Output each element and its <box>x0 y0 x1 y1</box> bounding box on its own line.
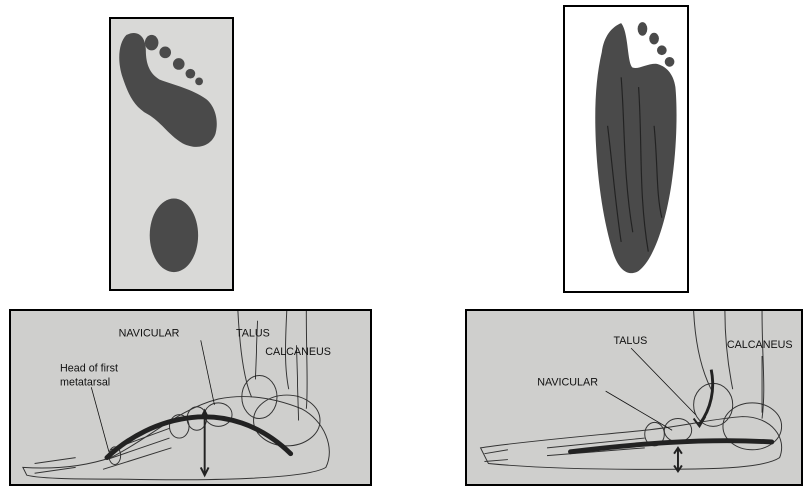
navicular-label: NAVICULAR <box>119 327 180 339</box>
toe-print <box>173 58 185 70</box>
height-arrow <box>201 411 209 476</box>
heel-print <box>150 199 198 273</box>
arch-curve <box>107 417 291 458</box>
label-pointers <box>606 348 762 430</box>
high-arch-skeleton: NAVICULAR TALUS CALCANEUS Head of first … <box>11 311 370 484</box>
flat-foot-footprint <box>565 7 687 291</box>
label-pointers <box>91 321 298 452</box>
toe-print <box>649 33 659 45</box>
high-arch-skeleton-panel: NAVICULAR TALUS CALCANEUS Head of first … <box>9 309 372 486</box>
toe-print <box>159 47 171 59</box>
toe-print <box>665 57 675 67</box>
talus-label: TALUS <box>236 327 270 339</box>
navicular-label: NAVICULAR <box>537 376 598 388</box>
flat-foot-skeleton: TALUS CALCANEUS NAVICULAR <box>467 311 801 484</box>
high-arch-footprint <box>111 19 232 289</box>
calcaneus-label: CALCANEUS <box>727 339 793 351</box>
high-arch-footprint-panel <box>109 17 234 291</box>
toe-print <box>145 35 159 50</box>
head-first-metatarsal-label-1: Head of first <box>60 363 118 375</box>
toe-print <box>195 78 203 86</box>
toe-print <box>638 22 648 36</box>
calcaneus-label: CALCANEUS <box>265 346 331 358</box>
flat-foot-footprint-panel <box>563 5 689 293</box>
height-arrow <box>674 448 682 471</box>
full-foot-print <box>595 23 676 273</box>
flat-foot-skeleton-panel: TALUS CALCANEUS NAVICULAR <box>465 309 803 486</box>
toe-print <box>186 69 196 79</box>
toe-print <box>657 45 667 55</box>
talus-label: TALUS <box>613 335 647 347</box>
head-first-metatarsal-label-2: metatarsal <box>60 376 110 388</box>
